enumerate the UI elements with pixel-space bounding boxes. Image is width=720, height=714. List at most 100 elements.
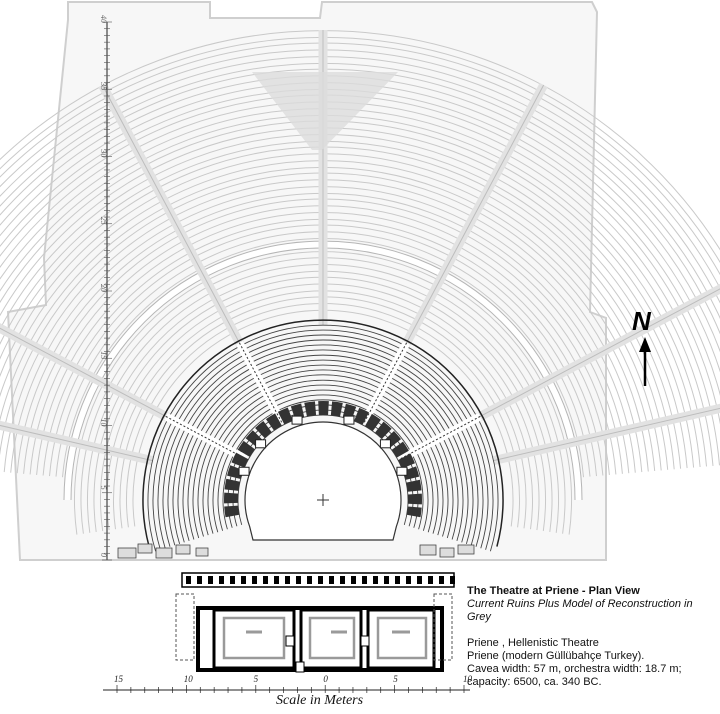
door	[360, 635, 370, 647]
caption-line-3: Cavea width: 57 m, orchestra width: 18.7…	[467, 663, 682, 675]
seat-row	[182, 359, 464, 542]
seat-row	[222, 399, 424, 530]
proskenion-column	[329, 576, 334, 584]
x-tick-label: 15	[114, 674, 124, 684]
seat-row	[237, 414, 409, 526]
proskenion-column	[285, 576, 290, 584]
y-tick-label: 25	[99, 217, 108, 225]
x-tick-label: 5	[254, 674, 259, 684]
proskenion-column	[186, 576, 191, 584]
throne	[255, 439, 267, 449]
y-tick-label: 20	[99, 284, 108, 292]
seat-row	[212, 389, 434, 533]
door	[295, 661, 305, 673]
x-tick-label: 10	[184, 674, 194, 684]
throne	[343, 415, 355, 425]
proedria-ring	[224, 401, 422, 518]
side-ramp	[433, 593, 453, 661]
rubble-block	[175, 544, 191, 555]
stairway	[238, 342, 283, 423]
proskenion-column	[384, 576, 389, 584]
y-tick-label: 30	[99, 149, 108, 158]
stairway	[165, 415, 246, 460]
proskenion-column	[395, 576, 400, 584]
seat-row	[217, 394, 429, 531]
skene-reconstruction	[222, 616, 286, 660]
orchestra-floor	[244, 421, 402, 541]
proskenion-column	[274, 576, 279, 584]
seat-row	[197, 374, 449, 537]
seat-row	[157, 334, 489, 549]
skene-reconstruction	[376, 616, 428, 660]
y-tick-label: 15	[99, 351, 108, 359]
stairway	[400, 415, 481, 460]
proskenion-column	[241, 576, 246, 584]
seat-row	[152, 329, 494, 550]
x-tick-label: 5	[393, 674, 398, 684]
vertical-scale-bar: 0 5 10 15 20 25 30 35 40	[99, 15, 112, 561]
y-tick-label: 10	[99, 419, 108, 427]
proskenion-column	[197, 576, 202, 584]
seat-row	[162, 339, 484, 547]
rubble-block	[137, 543, 153, 554]
door	[285, 635, 295, 647]
throne	[291, 415, 303, 425]
side-ramp	[175, 593, 195, 661]
proskenion-column	[439, 576, 444, 584]
y-tick-label: 5	[99, 486, 108, 490]
north-label: N	[632, 306, 651, 336]
seat-row	[177, 354, 469, 543]
stage-building	[175, 572, 455, 673]
caption-subtitle: Current Ruins Plus Model of Reconstructi…	[467, 598, 693, 623]
rubble-block	[195, 547, 209, 557]
y-tick-label: 40	[99, 15, 108, 23]
x-tick-label: 0	[323, 674, 328, 684]
scale-title: Scale in Meters	[276, 693, 364, 708]
proskenion-column	[428, 576, 433, 584]
rubble-block	[419, 544, 437, 556]
ruin-stairways	[163, 340, 483, 463]
caption-block: The Theatre at Priene - Plan View Curren…	[467, 585, 717, 689]
seat-row	[192, 369, 454, 539]
x-tick-label: 10	[463, 674, 473, 684]
proskenion-column	[263, 576, 268, 584]
seat-row	[202, 379, 444, 536]
upper-cavea-shade	[252, 72, 398, 150]
proskenion-column	[406, 576, 411, 584]
y-tick-label: 35	[99, 81, 108, 90]
proskenion-column	[450, 576, 455, 584]
caption-title: The Theatre at Priene - Plan View	[467, 585, 640, 597]
skene-reconstruction	[308, 616, 356, 660]
throne	[379, 439, 391, 449]
stairway	[363, 342, 408, 423]
proskenion-column	[351, 576, 356, 584]
caption-line-4: capacity: 6500, ca. 340 BC.	[467, 676, 602, 688]
horizontal-scale-bar: 15 10 5 0 5 10	[103, 674, 473, 693]
caption-line-1: Priene , Hellenistic Theatre	[467, 637, 599, 649]
proskenion-column	[362, 576, 367, 584]
proskenion-column	[318, 576, 323, 584]
proskenion-column	[373, 576, 378, 584]
rubble-block	[117, 547, 137, 559]
proskenion-column	[307, 576, 312, 584]
caption-line-2: Priene (modern Güllübahçe Turkey).	[467, 650, 645, 662]
proskenion-column	[340, 576, 345, 584]
seat-row	[187, 364, 459, 540]
proskenion-column	[230, 576, 235, 584]
north-arrow-icon	[639, 337, 651, 386]
seat-row	[167, 344, 479, 546]
rubble-block	[457, 544, 475, 555]
proskenion-column	[219, 576, 224, 584]
rubble-block	[439, 547, 455, 558]
orchestra	[117, 401, 475, 559]
proskenion-column	[417, 576, 422, 584]
throne	[396, 466, 408, 476]
rubble-block	[155, 547, 173, 559]
throne	[238, 466, 250, 476]
proskenion-column	[208, 576, 213, 584]
seat-row	[172, 349, 474, 545]
y-tick-label: 0	[99, 553, 108, 557]
seat-row	[147, 324, 499, 552]
